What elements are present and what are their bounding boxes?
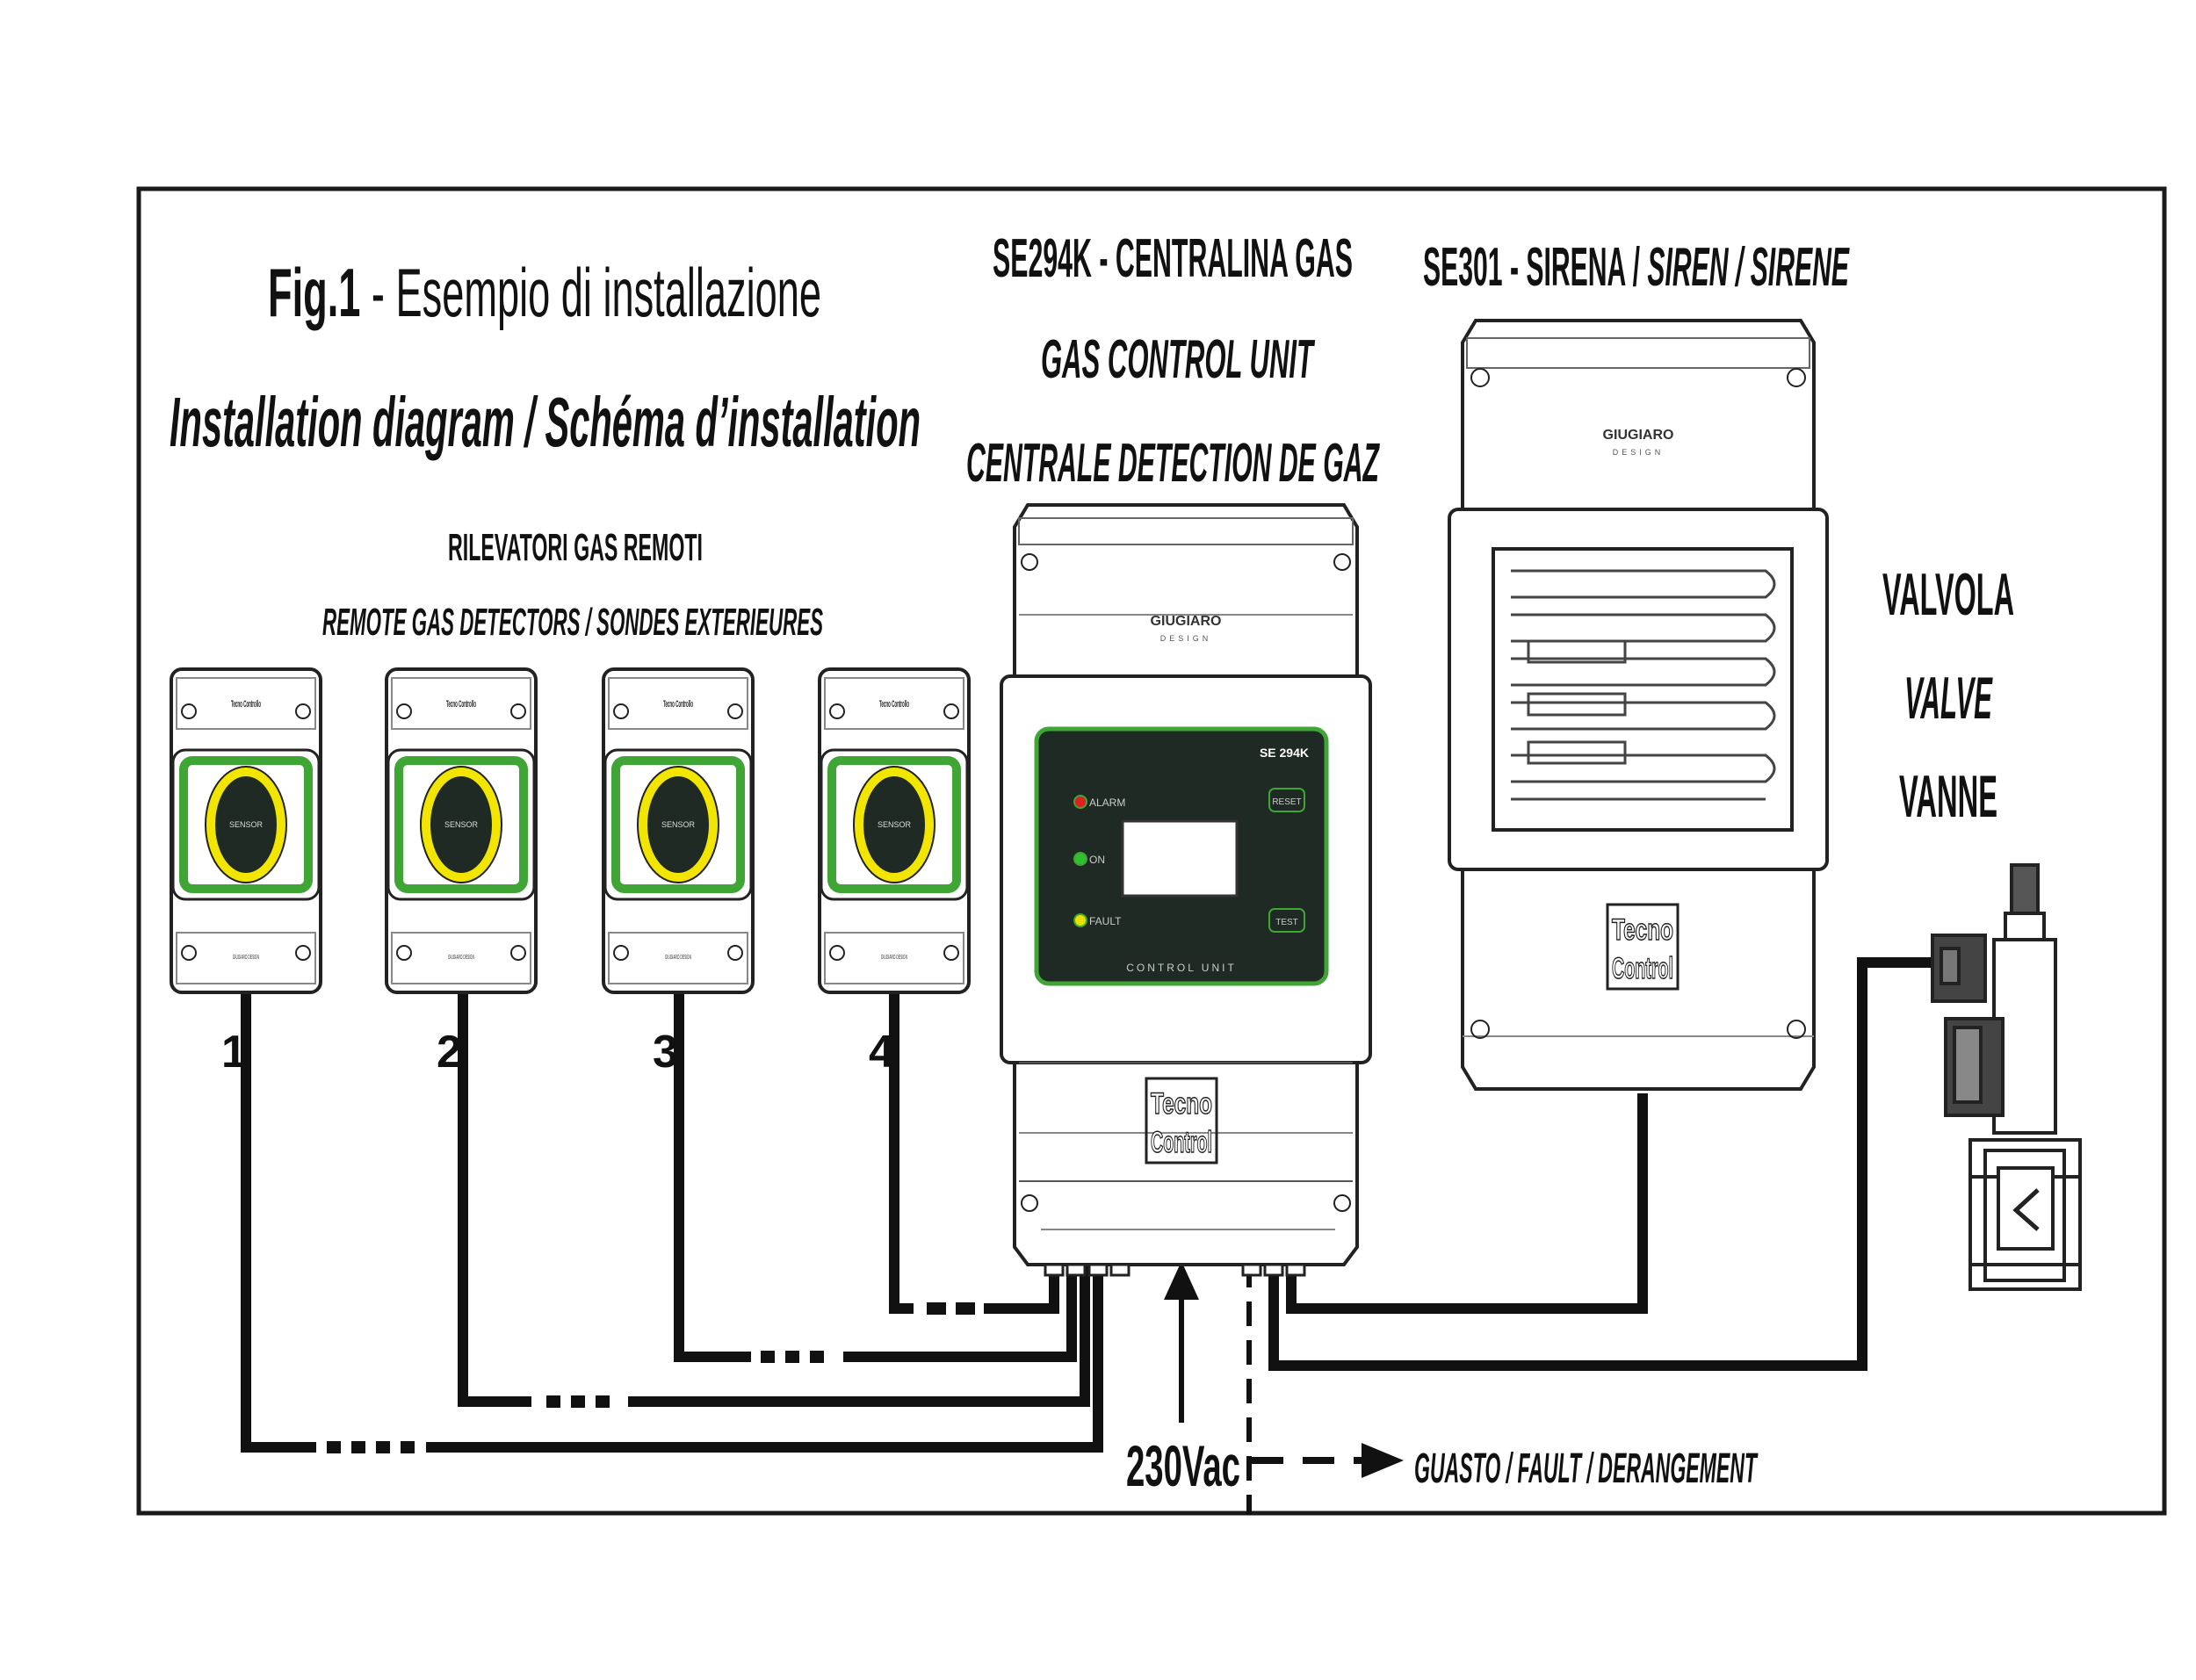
siren: GIUGIARO DESIGN Tecno Control xyxy=(1448,319,1829,1091)
detector-brand: Tecno Controllo xyxy=(446,699,476,710)
siren-logo-2: Control xyxy=(1612,952,1673,985)
fault-output-label: GUASTO / FAULT / DERANGEMENT xyxy=(1414,1446,1759,1492)
screw-icon xyxy=(943,945,959,961)
detector-number: 1 xyxy=(221,1027,247,1078)
figure-subtitle: Installation diagram / Schéma d’installa… xyxy=(170,383,921,461)
screw-icon xyxy=(510,945,526,961)
screw-icon xyxy=(613,945,629,961)
detector-design-brand: GIUGIARO DESIGN xyxy=(233,955,259,961)
reset-button-label: RESET xyxy=(1272,797,1301,807)
control-unit-logo-1: Tecno xyxy=(1151,1087,1212,1121)
sensor-label: SENSOR xyxy=(878,820,912,829)
fault-led-label: FAULT xyxy=(1089,915,1122,927)
sensor-label: SENSOR xyxy=(444,820,479,829)
control-unit-title-1: SE294K - CENTRALINA GAS xyxy=(993,228,1353,289)
siren-horn-lines xyxy=(1511,569,1776,801)
screw-icon xyxy=(295,703,311,719)
screw-icon xyxy=(1333,1194,1351,1212)
control-unit-brand-sub: DESIGN xyxy=(1160,634,1212,643)
alarm-led-label: ALARM xyxy=(1089,797,1125,809)
screw-icon xyxy=(295,945,311,961)
control-unit-title-2: GAS CONTROL UNIT xyxy=(1041,329,1316,390)
detector-design-brand: GIUGIARO DESIGN xyxy=(448,955,474,961)
control-unit-brand: GIUGIARO xyxy=(1151,614,1222,629)
on-led xyxy=(1073,852,1087,866)
siren-title: SE301 - SIRENA / SIREN / SIRENE xyxy=(1423,237,1850,298)
screw-icon xyxy=(1470,1020,1490,1039)
fault-output-wire xyxy=(1246,1263,1362,1515)
screw-icon xyxy=(181,945,197,961)
power-label-bg xyxy=(1117,1427,1246,1508)
flow-direction-icon xyxy=(2012,1188,2040,1231)
screw-icon xyxy=(396,945,412,961)
test-button-label: TEST xyxy=(1275,918,1298,927)
screw-icon xyxy=(396,703,412,719)
wiring-dots xyxy=(327,1302,975,1453)
screw-icon xyxy=(613,703,629,719)
test-button[interactable] xyxy=(1268,908,1305,933)
detector-number: 2 xyxy=(437,1027,462,1078)
detector-design-brand: GIUGIARO DESIGN xyxy=(881,955,907,961)
diagram-frame xyxy=(136,186,2167,1516)
screw-icon xyxy=(510,703,526,719)
sensor-label: SENSOR xyxy=(661,820,696,829)
wiring xyxy=(241,957,1932,1453)
panel-caption: CONTROL UNIT xyxy=(1126,962,1237,974)
screw-icon xyxy=(829,945,845,961)
detectors-heading-it: RILEVATORI GAS REMOTI xyxy=(448,526,703,569)
valve-label-it: VALVOLA xyxy=(1882,561,2014,628)
reset-button[interactable] xyxy=(1268,788,1305,812)
detectors-heading-en-fr: REMOTE GAS DETECTORS / SONDES EXTERIEURE… xyxy=(322,601,823,644)
screw-icon xyxy=(1333,553,1351,571)
fault-arrow-head xyxy=(1362,1443,1404,1478)
detector-design-brand: GIUGIARO DESIGN xyxy=(665,955,691,961)
siren-logo-1: Tecno xyxy=(1612,913,1673,947)
valve xyxy=(1931,863,2082,1291)
control-unit-logo-2: Control xyxy=(1151,1126,1212,1159)
siren-brand-sub: DESIGN xyxy=(1613,448,1665,457)
screw-icon xyxy=(1021,1194,1038,1212)
screw-icon xyxy=(1470,368,1490,387)
figure-title: Fig.1 - Esempio di installazione xyxy=(268,254,821,331)
screw-icon xyxy=(727,703,743,719)
model-badge: SE 294K xyxy=(1260,746,1309,760)
control-unit: GIUGIARO DESIGN SE 294K ALARM ON FAULT R… xyxy=(1000,503,1372,1277)
siren-brand: GIUGIARO xyxy=(1603,428,1674,443)
lcd-display xyxy=(1121,819,1239,898)
valve-label-en: VALVE xyxy=(1904,665,1993,732)
detector-number: 4 xyxy=(869,1027,894,1078)
detector-number: 3 xyxy=(653,1027,678,1078)
sensor-label: SENSOR xyxy=(229,820,264,829)
screw-icon xyxy=(1021,553,1038,571)
on-led-label: ON xyxy=(1089,854,1105,866)
screw-icon xyxy=(1787,1020,1806,1039)
alarm-led xyxy=(1073,795,1087,809)
screw-icon xyxy=(829,703,845,719)
detector-brand: Tecno Controllo xyxy=(879,699,909,710)
valve-label-fr: VANNE xyxy=(1899,763,1997,830)
screw-icon xyxy=(727,945,743,961)
detector-brand: Tecno Controllo xyxy=(663,699,693,710)
control-unit-title-3: CENTRALE DETECTION DE GAZ xyxy=(966,433,1380,494)
power-arrow-head xyxy=(1164,1261,1199,1300)
power-label: 230Vac xyxy=(1126,1433,1240,1498)
screw-icon xyxy=(181,703,197,719)
screw-icon xyxy=(1787,368,1806,387)
screw-icon xyxy=(943,703,959,719)
detector-brand: Tecno Controllo xyxy=(231,699,261,710)
fault-led xyxy=(1073,913,1087,927)
